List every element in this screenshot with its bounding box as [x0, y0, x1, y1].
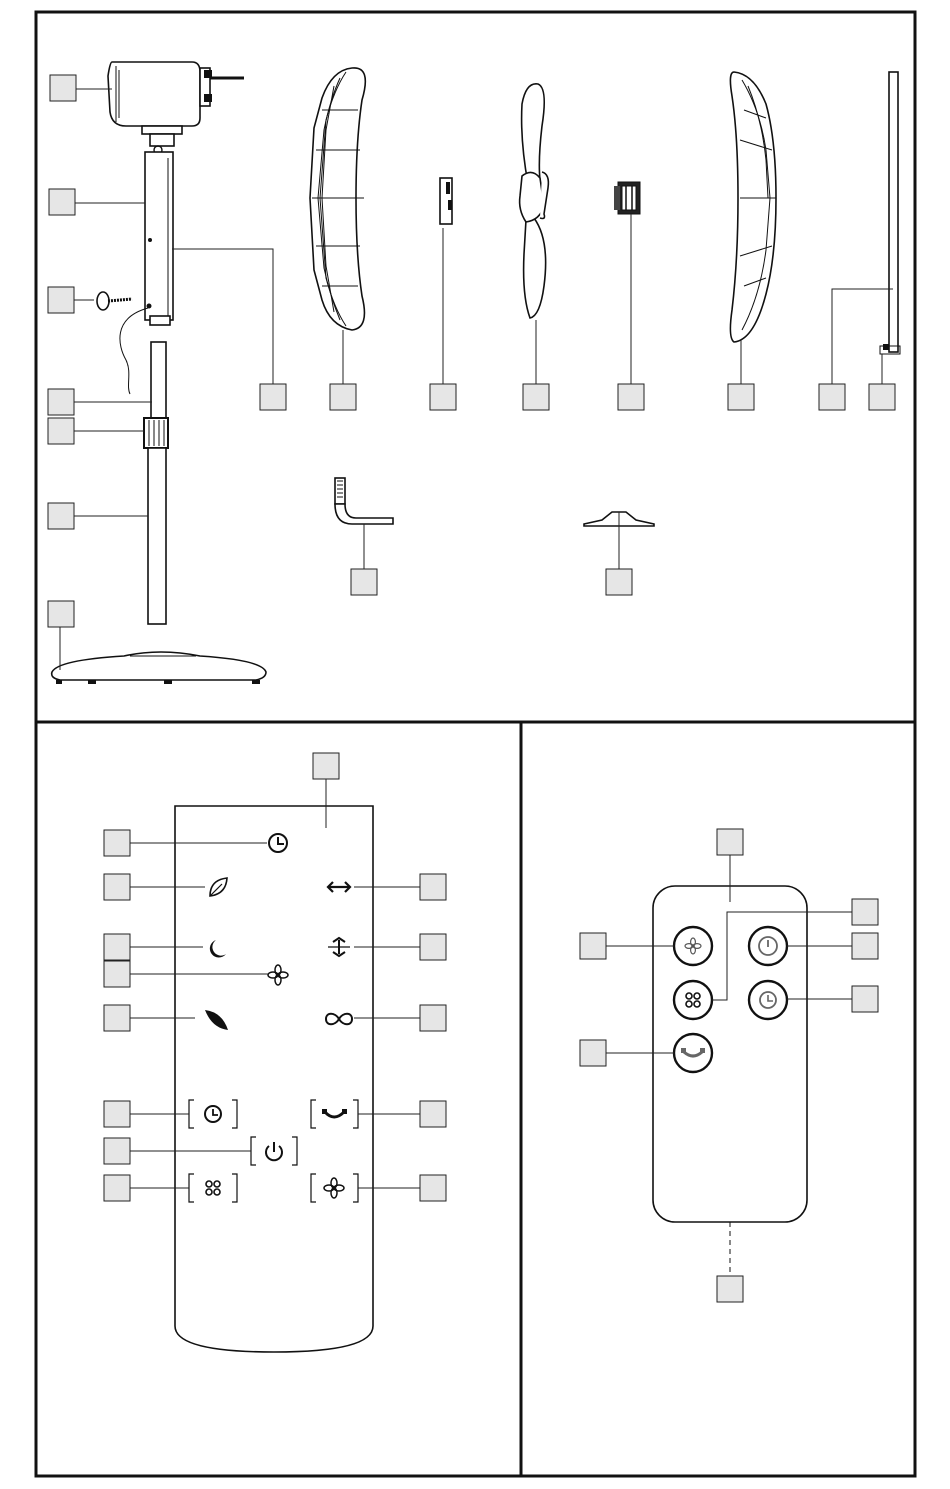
speed-button — [674, 927, 712, 965]
callout-box — [104, 934, 130, 960]
callout-box — [104, 1138, 130, 1164]
callout-box — [580, 933, 606, 959]
callout-box — [48, 503, 74, 529]
parts-overview-panel — [48, 62, 900, 684]
callout-box — [104, 874, 130, 900]
remote-control-panel — [104, 753, 446, 1352]
callout-box — [48, 418, 74, 444]
rear-grille — [310, 68, 365, 330]
power-cable — [120, 308, 148, 394]
callout-box — [420, 1175, 446, 1201]
callout-box — [852, 899, 878, 925]
callout-box — [104, 1101, 130, 1127]
callout-box — [580, 1040, 606, 1066]
lower-pole — [144, 342, 168, 624]
callout-box — [351, 569, 377, 595]
callout-box — [48, 287, 74, 313]
callout-box — [48, 389, 74, 415]
callout-box — [50, 75, 76, 101]
upper-pole — [145, 152, 173, 325]
callout-box — [104, 1175, 130, 1201]
callout-box — [819, 384, 845, 410]
callout-box — [717, 829, 743, 855]
callout-box — [420, 934, 446, 960]
callout-box — [852, 986, 878, 1012]
fan-blades — [520, 84, 549, 318]
callout-box — [618, 384, 644, 410]
callout-box — [523, 384, 549, 410]
callout-box — [606, 569, 632, 595]
grille-clip — [880, 72, 900, 354]
callout-box — [430, 384, 456, 410]
oscillation-button — [674, 1034, 712, 1072]
mode-button — [674, 981, 712, 1019]
callout-box — [420, 1005, 446, 1031]
base-bracket — [335, 478, 393, 524]
locking-nut — [614, 182, 640, 214]
callout-box — [104, 961, 130, 987]
callout-box — [717, 1276, 743, 1302]
callout-box — [869, 384, 895, 410]
callout-box — [104, 830, 130, 856]
callout-box — [49, 189, 75, 215]
fan-base — [52, 652, 266, 684]
power-button — [749, 927, 787, 965]
front-grille — [730, 72, 776, 342]
callout-box — [420, 1101, 446, 1127]
fixing-screw — [97, 292, 132, 310]
callout-box — [420, 874, 446, 900]
control-panel-panel — [580, 829, 878, 1302]
callout-box — [728, 384, 754, 410]
motor-head — [108, 62, 244, 154]
callout-box — [104, 1005, 130, 1031]
spinner-nut — [440, 178, 452, 224]
callout-box — [852, 933, 878, 959]
timer-button — [749, 981, 787, 1019]
callout-box — [48, 601, 74, 627]
callout-box — [260, 384, 286, 410]
callout-box — [330, 384, 356, 410]
callout-box — [313, 753, 339, 779]
